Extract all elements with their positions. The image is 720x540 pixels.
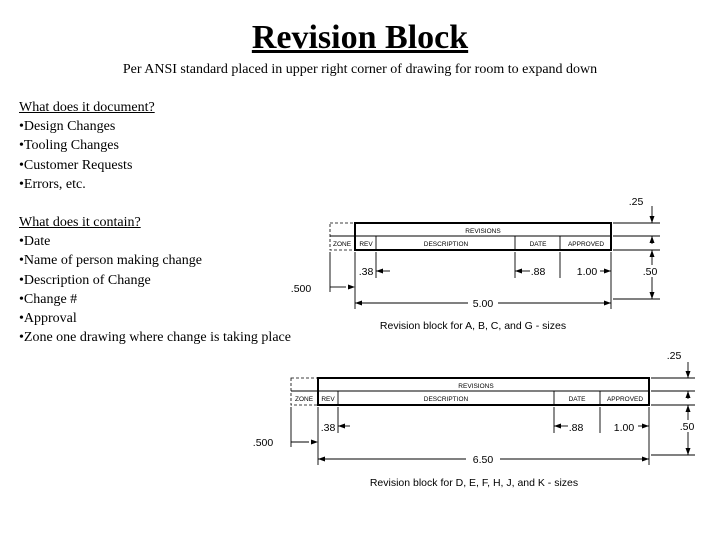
bullet: • [19, 234, 24, 250]
list-item-text: Approval [23, 311, 77, 327]
zone-label: ZONE [295, 396, 314, 403]
date-label: DATE [569, 396, 587, 403]
dim-date: .88 [569, 422, 584, 434]
arrowhead [318, 456, 325, 462]
bullet: • [19, 176, 24, 192]
date-label: DATE [530, 241, 548, 248]
arrowhead [649, 236, 655, 243]
page-subtitle: Per ANSI standard placed in upper right … [122, 62, 598, 77]
list-item: •Approval [19, 309, 291, 328]
list-item-text: Errors, etc. [23, 176, 86, 192]
arrowhead [685, 391, 691, 398]
dim-date: .88 [531, 266, 546, 278]
arrowhead [338, 423, 345, 429]
figure-caption: Revision block for A, B, C, and G - size… [380, 320, 566, 332]
dim-top: .25 [629, 196, 644, 208]
list-item: •Zone one drawing where change is taking… [19, 328, 291, 347]
arrowhead [355, 300, 362, 306]
dim-total: 5.00 [473, 298, 494, 310]
approved-label: APPROVED [607, 396, 643, 403]
documents-heading: What does it document? [19, 100, 155, 115]
bullet: • [19, 119, 24, 135]
dim-row: .50 [680, 421, 695, 433]
approved-label: APPROVED [568, 241, 604, 248]
dim-rev: .38 [321, 422, 336, 434]
arrowhead [376, 268, 383, 274]
list-item: •Tooling Changes [19, 136, 155, 155]
bullet: • [19, 311, 24, 327]
list-item-text: Name of person making change [23, 253, 202, 269]
contains-section: What does it contain? •Date •Name of per… [19, 213, 291, 347]
list-item-text: Design Changes [23, 119, 116, 135]
figure-caption: Revision block for D, E, F, H, J, and K … [370, 477, 578, 489]
documents-section: What does it document? •Design Changes •… [19, 98, 155, 194]
list-item-text: Date [23, 234, 51, 250]
revision-table [317, 377, 650, 406]
bullet: • [19, 138, 24, 154]
arrowhead [311, 439, 318, 445]
zone-label: ZONE [333, 241, 352, 248]
arrowhead [515, 268, 522, 274]
dim-row: .50 [643, 266, 658, 278]
dim-left: .500 [291, 283, 312, 295]
list-item: •Design Changes [19, 117, 155, 136]
arrowhead [685, 371, 691, 378]
list-item-text: Customer Requests [23, 157, 133, 173]
arrowhead [348, 284, 355, 290]
arrowhead [604, 300, 611, 306]
bullet: • [19, 291, 24, 307]
bullet: • [19, 330, 24, 346]
arrowhead [649, 216, 655, 223]
list-item: •Date [19, 232, 291, 251]
page-title: Revision Block [251, 19, 469, 56]
arrowhead [685, 448, 691, 455]
list-item: •Name of person making change [19, 251, 291, 270]
list-item: •Description of Change [19, 271, 291, 290]
list-item-text: Change # [23, 291, 78, 307]
arrowhead [649, 250, 655, 257]
arrowhead [604, 268, 611, 274]
dim-top: .25 [667, 350, 682, 362]
list-item-text: Description of Change [23, 272, 151, 288]
list-item: •Customer Requests [19, 156, 155, 175]
dim-approved: 1.00 [614, 422, 635, 434]
description-label: DESCRIPTION [424, 241, 469, 248]
arrowhead [685, 405, 691, 412]
arrowhead [642, 423, 649, 429]
list-item-text: Zone one drawing where change is taking … [23, 330, 291, 346]
list-item-text: Tooling Changes [23, 138, 119, 154]
revisions-header: REVISIONS [458, 383, 494, 390]
rev-label: REV [359, 241, 373, 248]
arrowhead [554, 423, 561, 429]
dim-total: 6.50 [473, 454, 494, 466]
arrowhead [642, 456, 649, 462]
contains-heading: What does it contain? [19, 215, 141, 230]
bullet: • [19, 157, 24, 173]
rev-label: REV [321, 396, 335, 403]
description-label: DESCRIPTION [424, 396, 469, 403]
dim-left: .500 [253, 437, 274, 449]
dim-rev: .38 [359, 266, 374, 278]
list-item: •Errors, etc. [19, 175, 155, 194]
bullet: • [19, 253, 24, 269]
bullet: • [19, 272, 24, 288]
list-item: •Change # [19, 290, 291, 309]
zone-column-outline [329, 222, 356, 251]
revisions-header: REVISIONS [465, 228, 501, 235]
dim-approved: 1.00 [577, 266, 598, 278]
revision-table [354, 222, 612, 251]
arrowhead [649, 292, 655, 299]
